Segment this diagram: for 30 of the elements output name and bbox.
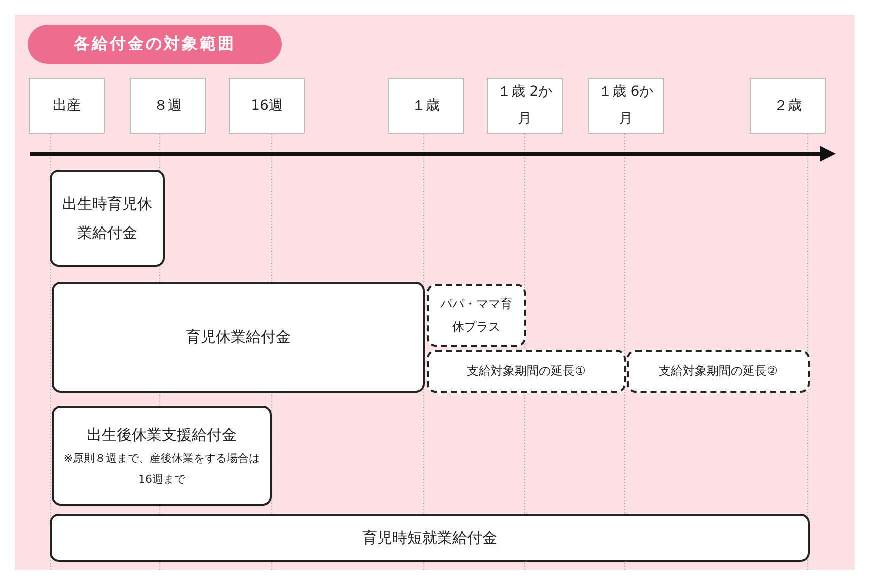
bar-label: 出生時育児休業給付金 [62, 194, 154, 244]
time-marker-box [388, 78, 464, 134]
benefit-bar [50, 514, 810, 562]
benefit-bar [52, 282, 425, 393]
bar-label: 育児時短就業給付金 [362, 528, 498, 549]
bar-label: １歳 [411, 96, 441, 116]
benefit-bar [50, 170, 165, 267]
bar-label: 育児休業給付金 [185, 327, 292, 348]
time-marker-box [487, 78, 563, 134]
benefit-bar [427, 350, 626, 393]
bar-label: 支給対象期間の延長② [658, 363, 779, 380]
bar-label: １歳 2か月 [496, 83, 554, 129]
time-marker-box [750, 78, 826, 134]
time-marker-box [130, 78, 206, 134]
time-marker-box [229, 78, 305, 134]
title-pill: 各給付金の対象範囲 [28, 25, 282, 64]
bar-label: ８週 [153, 96, 183, 116]
note-text: ※原則８週まで、産後休業をする場合は16週まで [62, 451, 262, 488]
bar-label: 支給対象期間の延長① [466, 363, 587, 380]
bar-label: パパ・ママ育休プラス [440, 296, 514, 336]
bar-label: 16週 [250, 96, 284, 116]
bar-label: ２歳 [773, 96, 803, 116]
bar-label: １歳 6か月 [597, 83, 655, 129]
time-marker-box [29, 78, 105, 134]
benefit-bar [427, 284, 526, 347]
time-marker-box [588, 78, 664, 134]
bar-label: 出産 [52, 96, 82, 116]
bar-label: 出生後休業支援給付金 [86, 424, 238, 446]
benefit-bar [52, 406, 272, 506]
benefit-bar [627, 350, 810, 393]
